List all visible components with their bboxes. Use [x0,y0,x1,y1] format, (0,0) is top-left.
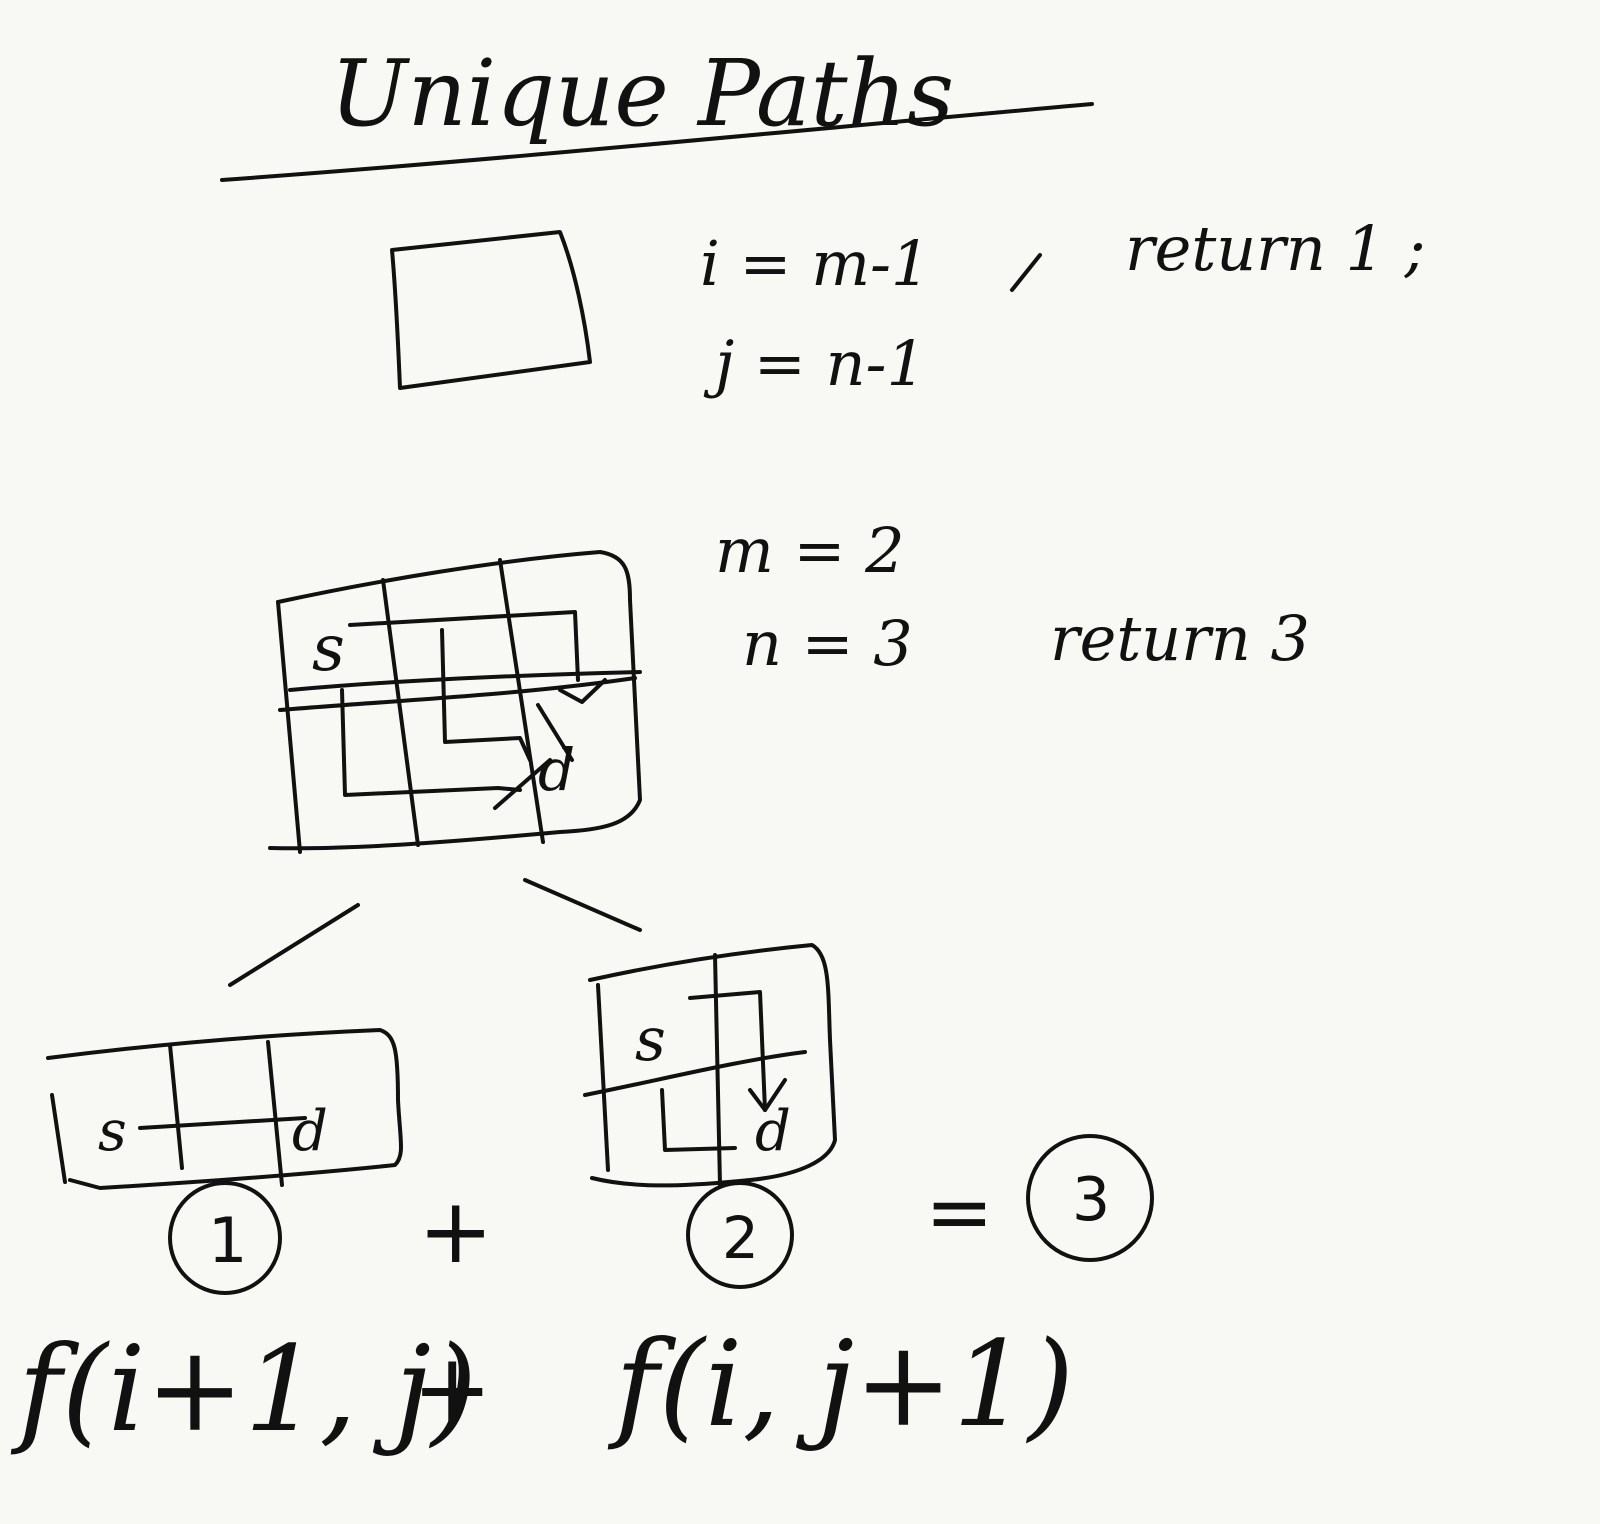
base-case-condition-j: j = n-1 [703,327,926,400]
base-case-condition-i: i = m-1 [700,227,930,300]
sum-plus: + [418,1179,493,1284]
left-subgrid [46,1028,404,1190]
recurrence-left: f(i+1, j) [10,1320,477,1458]
total-count-circle [1026,1134,1154,1262]
right-count-circle [686,1181,794,1289]
example-return: return 3 [1050,602,1310,675]
recurrence-right: f(i, j+1) [607,1315,1074,1453]
example-n-value: n = 3 [742,607,913,680]
left-dest-mark: d [292,1099,328,1164]
example-m-value: m = 2 [715,514,905,587]
base-case-return: return 1 ; [1125,212,1426,285]
total-count: 3 [1072,1165,1110,1235]
right-dest-mark: d [755,1099,791,1164]
base-case-comma [1010,253,1042,292]
title-underline [220,102,1094,182]
left-count: 1 [208,1204,247,1277]
base-case-cell [390,230,592,390]
example-dest-mark: d [538,736,575,804]
recurrence-plus: + [412,1333,492,1445]
right-start-mark: s [635,1005,666,1075]
branch-line-right [523,878,642,932]
page-title: Unique Paths [330,40,954,147]
example-grid [268,550,642,854]
right-subgrid [583,943,837,1188]
right-count: 2 [722,1204,759,1272]
left-count-circle [168,1181,282,1295]
example-start-mark: s [312,612,345,686]
left-start-mark: s [98,1099,127,1164]
sum-equals: = [925,1165,994,1260]
branch-line-left [228,903,360,987]
